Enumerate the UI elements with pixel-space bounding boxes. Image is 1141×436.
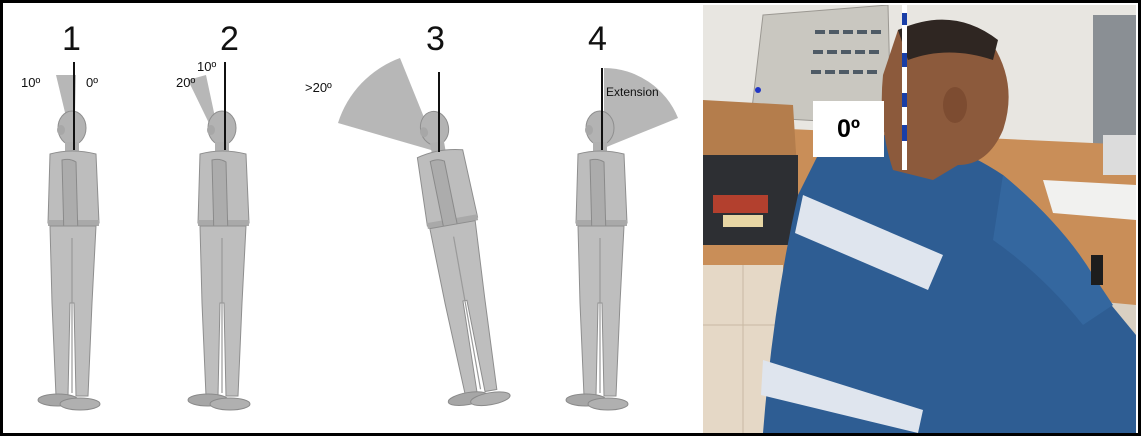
figure-4-sector [604,68,678,148]
photo-angle-label: 0º [813,101,884,157]
figure-2-number: 2 [220,22,239,56]
figure-4-number: 4 [588,22,607,56]
figure-2-label-minor: 10º [197,60,216,73]
figure-1-label-neutral: 0º [86,76,98,89]
figure-1-number: 1 [62,22,81,56]
figure-1 [38,62,100,410]
figure-3-label-flexion: >20º [305,81,332,94]
figure-4 [566,68,678,410]
worker-photo: 0º [703,5,1136,433]
figure-2 [188,62,250,410]
figure-1-label-flexion: 10º [21,76,40,89]
figure-4-label-extension: Extension [606,86,659,98]
vertical-reference-line [902,5,907,170]
figure-3 [338,58,511,412]
figure-3-number: 3 [426,22,445,56]
neck-posture-diagram [0,0,705,436]
figure-2-label-flexion: 20º [176,76,195,89]
